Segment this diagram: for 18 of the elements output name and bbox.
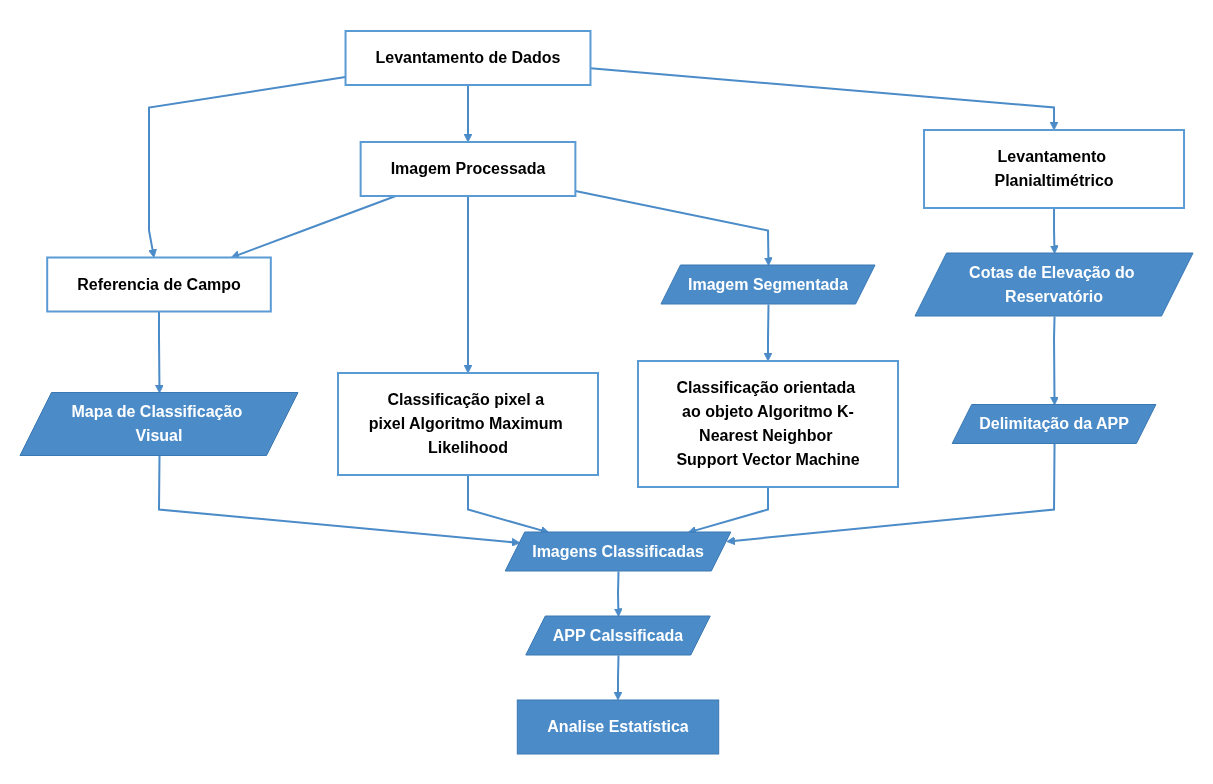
node-box: Classificação pixel a pixel Algoritmo Maximum Likelihood	[337, 371, 599, 476]
arrow	[230, 194, 397, 259]
arrow	[726, 442, 1056, 545]
node-box: Levantamento Planialtimétrico	[923, 128, 1185, 209]
node-box: Imagem Processada	[359, 140, 577, 197]
node-box: Referencia de Campo	[46, 256, 272, 312]
node-box: Analise Estatística	[516, 699, 720, 754]
arrow	[1050, 315, 1059, 405]
arrow	[463, 83, 473, 142]
arrow	[463, 194, 473, 373]
node-box: Levantamento de Dados	[344, 29, 592, 86]
arrow	[613, 570, 623, 617]
arrow	[1049, 206, 1059, 254]
arrow	[157, 454, 521, 547]
node-box: Classificação orientada ao objeto Algoritmo K-Nearest Neighbor Support Vector Machine	[637, 359, 899, 488]
arrow	[155, 310, 164, 393]
arrow	[613, 654, 623, 700]
arrow	[763, 303, 773, 361]
